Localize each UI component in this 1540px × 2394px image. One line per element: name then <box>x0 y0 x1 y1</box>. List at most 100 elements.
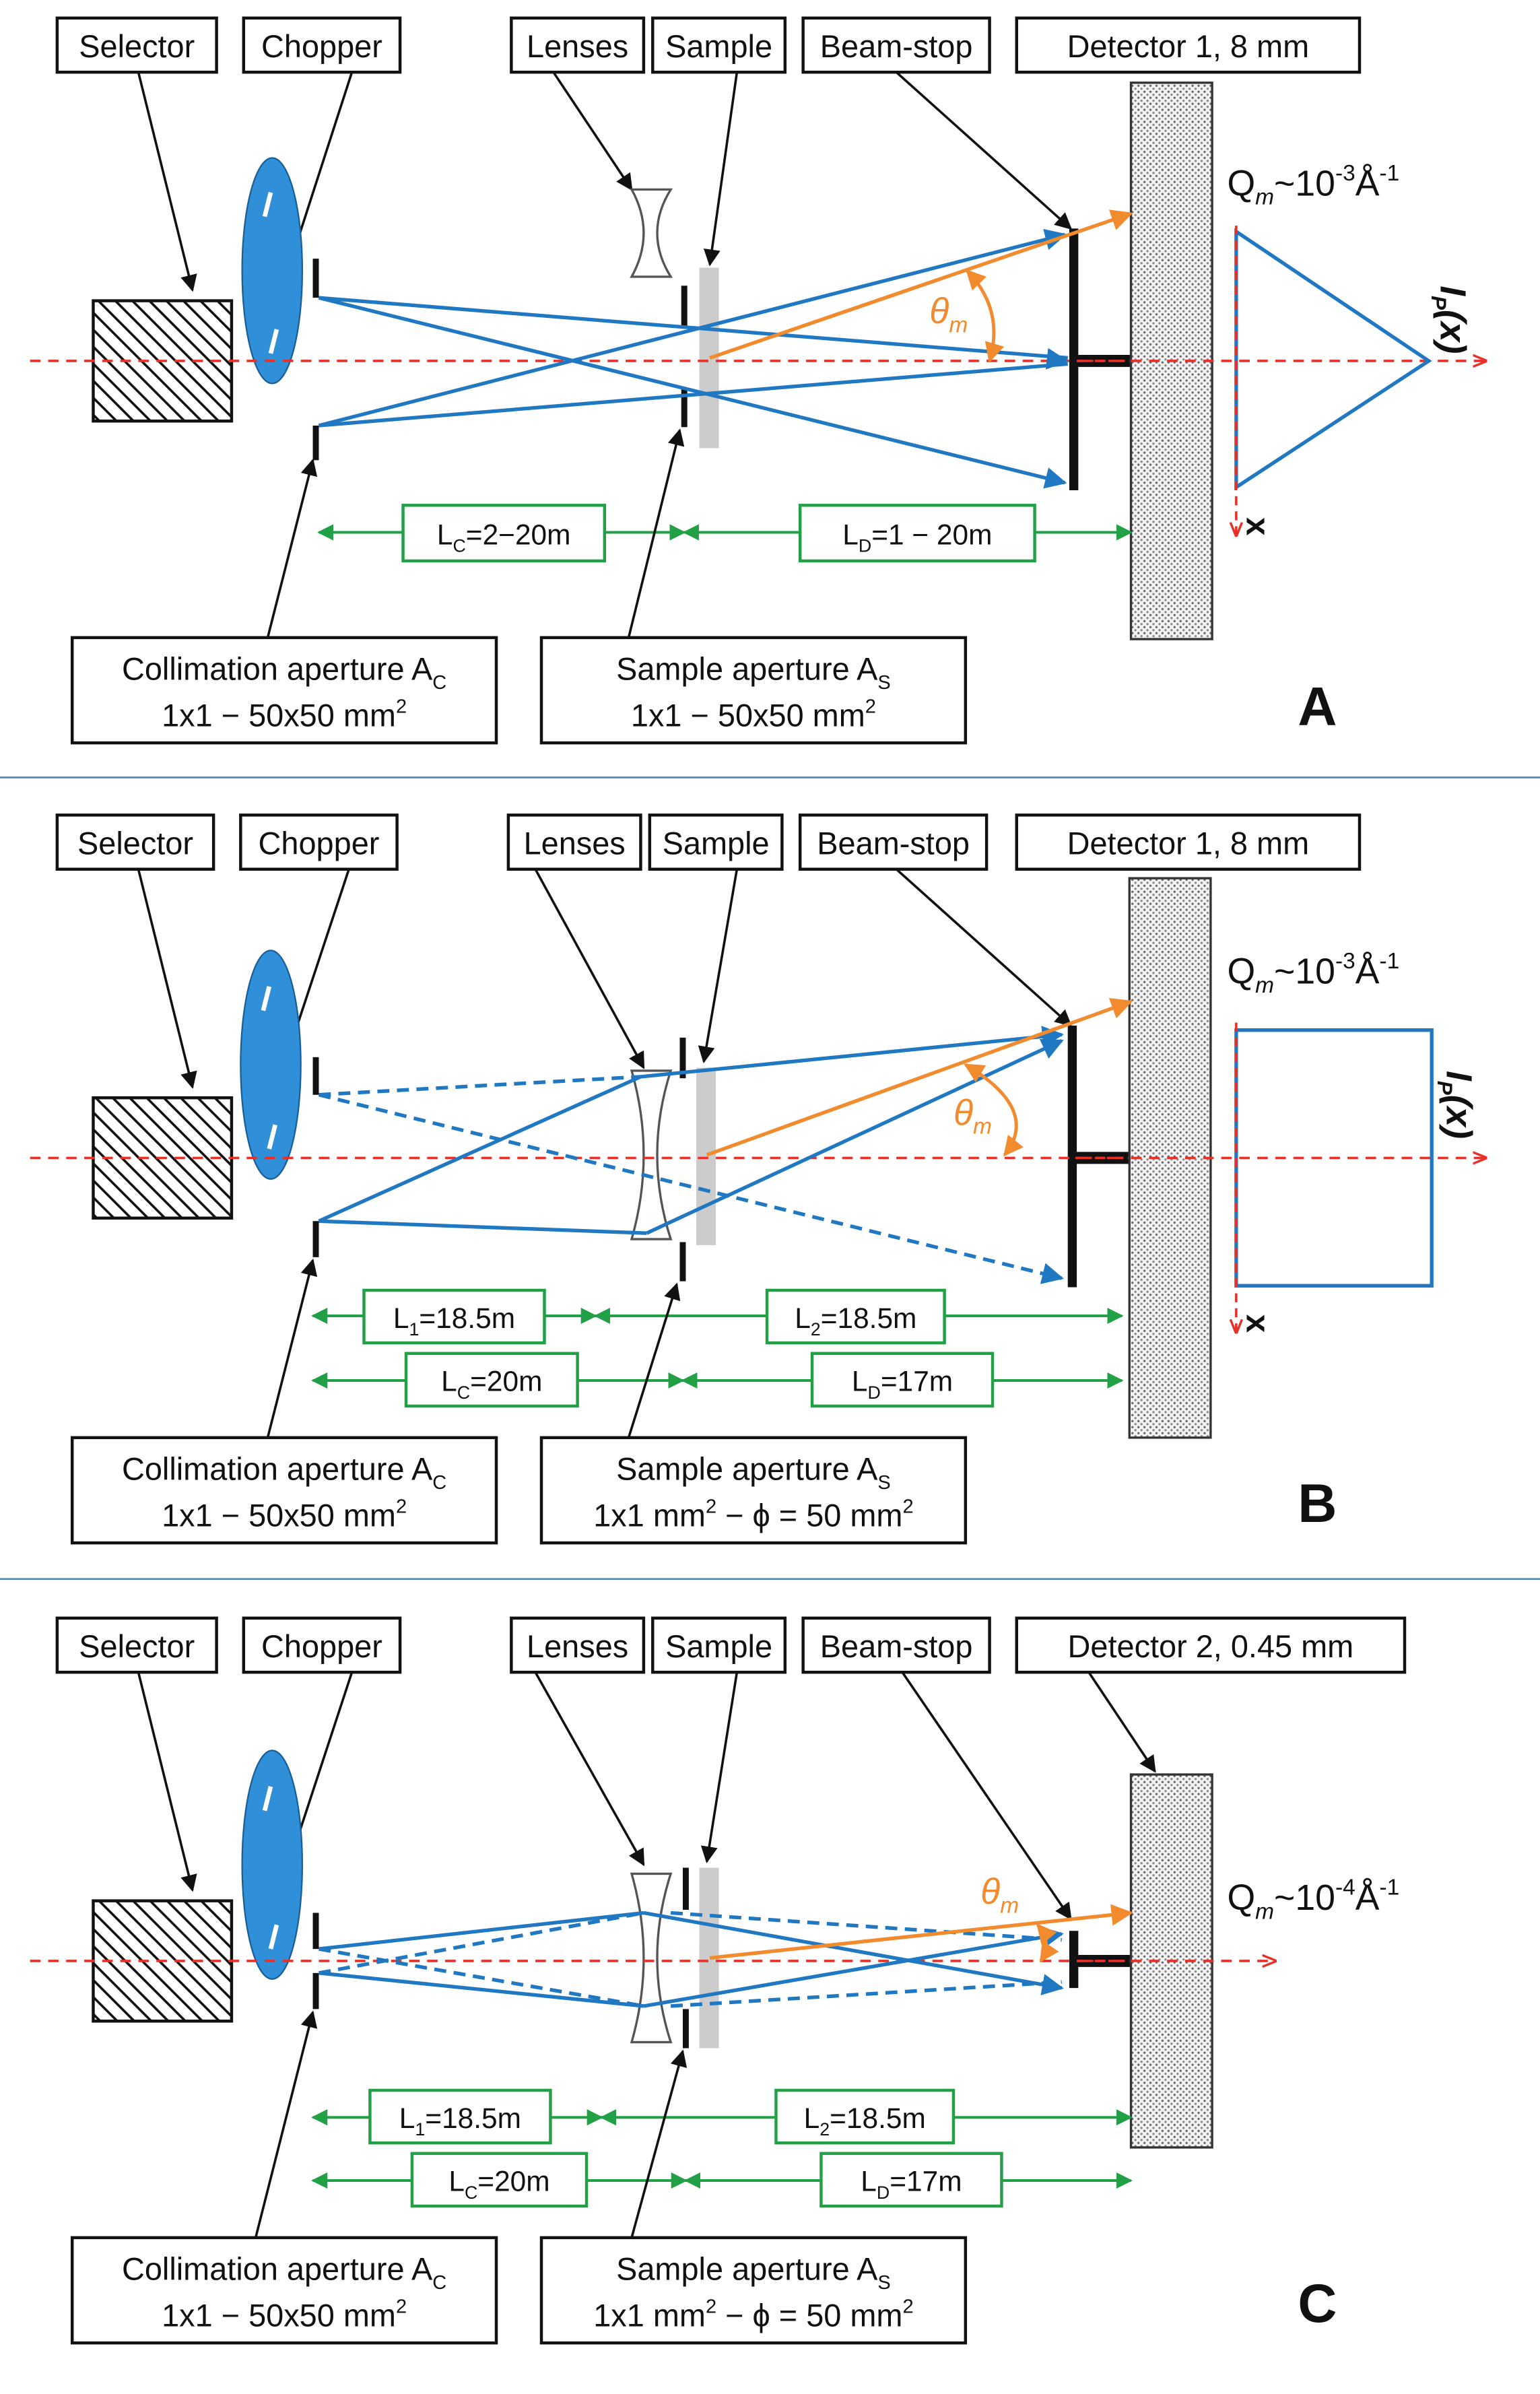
svg-text:Chopper: Chopper <box>261 1629 382 1664</box>
svg-text:Chopper: Chopper <box>259 826 380 861</box>
sample-label: Sample <box>648 813 784 871</box>
dimension-l1: L1=18.5m <box>368 2088 552 2145</box>
lens <box>630 188 673 278</box>
svg-text:Selector: Selector <box>79 1629 195 1664</box>
x-axis-label: x <box>1239 517 1275 535</box>
x-axis-label: x <box>1239 1315 1275 1333</box>
profile-label: IP(x) <box>1433 1071 1479 1139</box>
dimension-lc: LC=20m <box>410 2152 589 2208</box>
scattered-beam <box>706 997 1133 1157</box>
dimension-ld: LD=1 − 20m <box>798 504 1036 563</box>
dimension-ld: LD=17m <box>819 2152 1003 2208</box>
svg-text:Beam-stop: Beam-stop <box>817 826 970 861</box>
theta-label: θm <box>929 291 968 337</box>
sample-aperture-label: Sample aperture AS 1x1 mm2 − ϕ = 50 mm2 <box>539 2236 968 2345</box>
selector-label: Selector <box>55 813 215 871</box>
beam-stop-label: Beam-stop <box>801 16 991 74</box>
theta-label: θm <box>953 1092 992 1139</box>
theta-label: θm <box>980 1871 1019 1918</box>
lenses-label: Lenses <box>510 16 646 74</box>
q-max-label: Qm~10-4Å-1 <box>1227 1875 1399 1925</box>
chopper-label: Chopper <box>242 1616 402 1674</box>
svg-text:1x1 mm2 − ϕ = 50 mm2: 1x1 mm2 − ϕ = 50 mm2 <box>593 2296 913 2333</box>
dimension-lc: LC=20m <box>404 1352 579 1408</box>
selector-label: Selector <box>55 1616 218 1674</box>
neutron-beams <box>318 228 1069 489</box>
chopper-disk <box>240 950 302 1180</box>
panel-c: Selector Chopper Lenses Sample Beam-stop… <box>30 1616 1407 2345</box>
svg-text:Chopper: Chopper <box>261 29 382 64</box>
svg-text:Lenses: Lenses <box>527 1629 628 1664</box>
svg-text:1x1 − 50x50 mm2: 1x1 − 50x50 mm2 <box>162 1496 407 1533</box>
svg-text:Beam-stop: Beam-stop <box>820 1629 973 1664</box>
svg-text:Collimation aperture AC: Collimation aperture AC <box>122 651 446 693</box>
svg-text:LD=17m: LD=17m <box>861 2166 962 2203</box>
chopper-disk <box>241 157 304 385</box>
dimension-l1: L1=18.5m <box>362 1288 546 1345</box>
svg-text:Selector: Selector <box>77 826 193 861</box>
panel-letter-b: B <box>1298 1473 1337 1534</box>
scattered-beam <box>709 209 1133 360</box>
lenses-label: Lenses <box>510 1616 646 1674</box>
detector-label: Detector 1, 8 mm <box>1015 813 1362 871</box>
svg-text:1x1 − 50x50 mm2: 1x1 − 50x50 mm2 <box>162 2296 407 2333</box>
svg-text:Detector 2, 0.45 mm: Detector 2, 0.45 mm <box>1068 1629 1354 1664</box>
scattered-beam <box>709 1904 1133 1960</box>
lens <box>630 1872 673 2044</box>
neutron-beams <box>318 1026 1064 1284</box>
neutron-beams <box>318 1910 1064 2008</box>
panel-letter-a: A <box>1298 676 1337 737</box>
svg-text:Beam-stop: Beam-stop <box>820 29 973 64</box>
svg-text:Collimation aperture AC: Collimation aperture AC <box>122 1451 446 1493</box>
sample-aperture-label: Sample aperture AS 1x1 mm2 − ϕ = 50 mm2 <box>539 1436 968 1545</box>
lens <box>630 1069 673 1240</box>
svg-text:Lenses: Lenses <box>527 29 628 64</box>
svg-text:LC=2−20m: LC=2−20m <box>437 519 571 556</box>
intensity-profile <box>1234 228 1432 491</box>
chopper-label: Chopper <box>239 813 399 871</box>
svg-text:L1=18.5m: L1=18.5m <box>393 1302 515 1339</box>
svg-text:Sample aperture AS: Sample aperture AS <box>616 2251 891 2293</box>
svg-text:1x1 − 50x50 mm2: 1x1 − 50x50 mm2 <box>631 696 876 733</box>
svg-text:Sample: Sample <box>665 29 772 64</box>
q-max-label: Qm~10-3Å-1 <box>1227 949 1399 998</box>
sample <box>696 1067 716 1246</box>
svg-text:Sample aperture AS: Sample aperture AS <box>616 651 891 693</box>
svg-text:L2=18.5m: L2=18.5m <box>804 2102 926 2139</box>
svg-text:L2=18.5m: L2=18.5m <box>795 1302 916 1339</box>
dimension-lc: LC=2−20m <box>401 504 607 563</box>
svg-text:Sample aperture AS: Sample aperture AS <box>616 1451 891 1493</box>
svg-text:Detector 1, 8 mm: Detector 1, 8 mm <box>1067 826 1310 861</box>
svg-text:1x1 − 50x50 mm2: 1x1 − 50x50 mm2 <box>162 696 407 733</box>
collimation-aperture-label: Collimation aperture AC 1x1 − 50x50 mm2 <box>70 1436 498 1545</box>
dimension-ld: LD=17m <box>810 1352 995 1408</box>
sample-aperture-label: Sample aperture AS 1x1 − 50x50 mm2 <box>539 636 968 745</box>
svg-text:LD=17m: LD=17m <box>852 1366 953 1403</box>
svg-text:Sample: Sample <box>665 1629 772 1664</box>
sample <box>699 267 719 448</box>
svg-text:1x1 mm2 − ϕ = 50 mm2: 1x1 mm2 − ϕ = 50 mm2 <box>593 1496 913 1533</box>
sample-label: Sample <box>651 1616 787 1674</box>
selector-label: Selector <box>55 16 218 74</box>
beam-stop-label: Beam-stop <box>798 813 989 871</box>
collimation-aperture-label: Collimation aperture AC 1x1 − 50x50 mm2 <box>70 2236 498 2345</box>
dimension-l2: L2=18.5m <box>765 1288 946 1345</box>
svg-text:Sample: Sample <box>663 826 770 861</box>
svg-text:LD=1 − 20m: LD=1 − 20m <box>842 519 992 556</box>
svg-text:LC=20m: LC=20m <box>448 2166 549 2203</box>
dimension-l2: L2=18.5m <box>774 2088 956 2145</box>
panel-letter-c: C <box>1298 2273 1337 2334</box>
svg-text:Lenses: Lenses <box>524 826 626 861</box>
svg-text:Detector 1, 8 mm: Detector 1, 8 mm <box>1067 29 1310 64</box>
chopper-disk <box>241 1750 304 1980</box>
detector-label: Detector 2, 0.45 mm <box>1015 1616 1407 1674</box>
svg-text:LC=20m: LC=20m <box>441 1366 542 1403</box>
q-max-label: Qm~10-3Å-1 <box>1227 161 1399 210</box>
svg-text:Collimation aperture AC: Collimation aperture AC <box>122 2251 446 2293</box>
svg-text:L1=18.5m: L1=18.5m <box>399 2102 521 2139</box>
chopper-label: Chopper <box>242 16 402 74</box>
panel-a: Selector Chopper Lenses Sample Beam-stop… <box>30 16 1486 745</box>
detector-label: Detector 1, 8 mm <box>1015 16 1362 74</box>
